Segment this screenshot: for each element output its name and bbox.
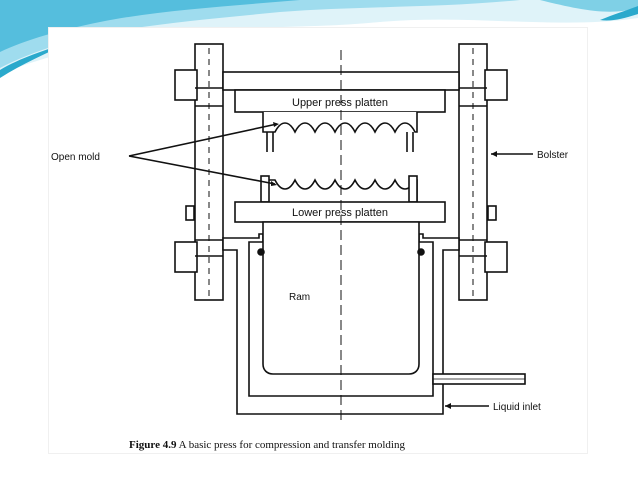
top-right-streak [540, 0, 638, 12]
upper-mold-half [262, 112, 418, 152]
figure-panel: Upper press platten Lower press platten … [49, 28, 587, 453]
open-mold-leader-lower [128, 155, 276, 185]
figure-caption-text: A basic press for compression and transf… [176, 439, 405, 451]
bolster-label: Bolster [537, 150, 569, 161]
liquid-inlet-label: Liquid inlet [493, 402, 541, 413]
figure-number: Figure 4.9 [129, 439, 177, 451]
left-tie-rod [174, 43, 224, 301]
top-wave-mid [0, 0, 520, 68]
press-diagram: Upper press platten Lower press platten … [51, 43, 569, 451]
open-mold-label: Open mold [51, 152, 100, 163]
lower-platten-label: Lower press platten [292, 207, 388, 219]
upper-platten-label: Upper press platten [292, 97, 388, 109]
seal-left [257, 248, 265, 256]
seal-right [417, 248, 425, 256]
figure-caption: Figure 4.9 A basic press for compression… [129, 439, 405, 451]
top-right-streak-2 [600, 6, 638, 21]
lower-mold-half [260, 175, 418, 203]
top-wave-dark [0, 0, 300, 52]
ram-label: Ram [289, 292, 310, 303]
liquid-inlet-pipe [432, 373, 526, 385]
open-mold-leader-upper [128, 123, 278, 157]
right-tie-rod [458, 43, 508, 301]
